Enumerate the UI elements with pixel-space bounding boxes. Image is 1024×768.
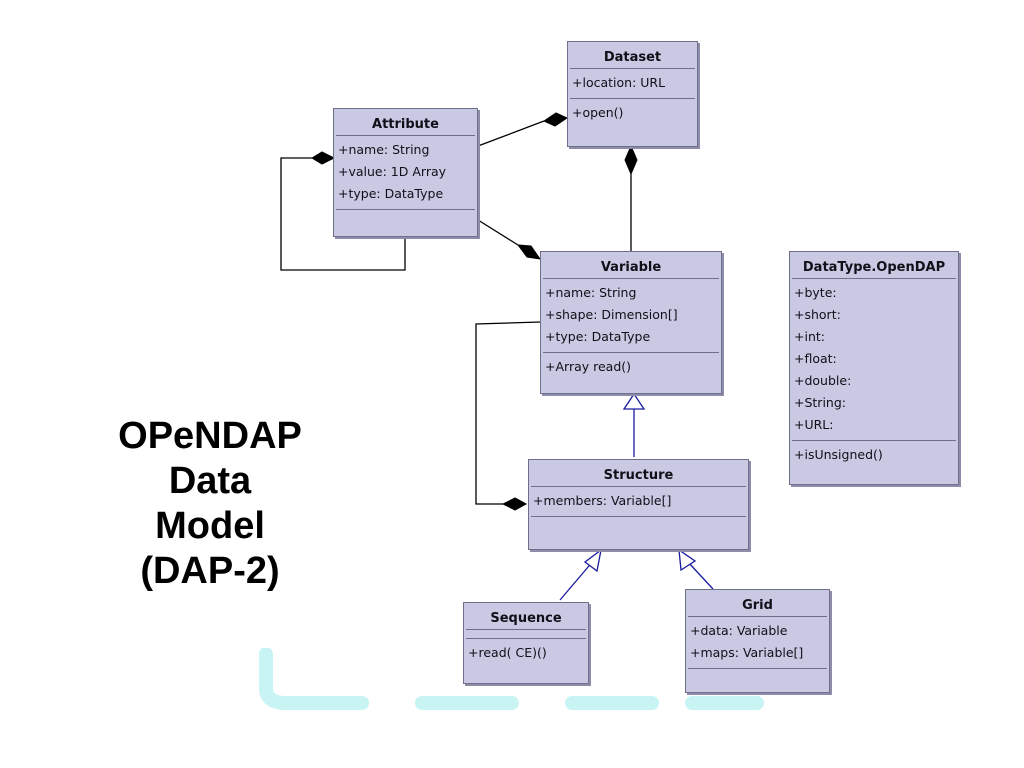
attributes-section: +name: String +shape: Dimension[] +type:… bbox=[543, 278, 719, 352]
class-name: Structure bbox=[603, 468, 674, 483]
watermark-graphic bbox=[259, 648, 764, 710]
composition-diamond-structure-members bbox=[501, 497, 528, 511]
class-structure[interactable]: Structure +members: Variable[] bbox=[528, 459, 749, 550]
composition-diamond-attribute-self bbox=[311, 151, 336, 165]
operations-section bbox=[336, 209, 475, 224]
structure-members-association bbox=[475, 321, 541, 505]
attribute-row: +shape: Dimension[] bbox=[545, 307, 678, 322]
attributes-section: +name: String +value: 1D Array +type: Da… bbox=[336, 135, 475, 209]
class-name: Attribute bbox=[372, 117, 439, 132]
attributes-section: +data: Variable +maps: Variable[] bbox=[688, 616, 827, 668]
operations-section: +read( CE)() bbox=[466, 638, 586, 668]
class-name: Grid bbox=[742, 598, 773, 613]
attribute-row: +double: bbox=[794, 373, 852, 388]
attribute-row: +type: DataType bbox=[338, 186, 444, 201]
attributes-section: +location: URL bbox=[570, 68, 695, 98]
operations-section: +open() bbox=[570, 98, 695, 128]
attributes-section: +byte: +short: +int: +float: +double: +S… bbox=[792, 278, 956, 440]
class-sequence[interactable]: Sequence +read( CE)() bbox=[463, 602, 589, 684]
slide-title: OPeNDAP Data Model (DAP-2) bbox=[60, 414, 360, 594]
title-line-2: Data bbox=[168, 460, 252, 502]
operation-row: +isUnsigned() bbox=[794, 447, 883, 462]
title-line-1: OPeNDAP bbox=[118, 415, 302, 457]
title-line-3: Model bbox=[155, 505, 265, 547]
composition-diamond-dataset-variable bbox=[624, 144, 638, 176]
class-grid[interactable]: Grid +data: Variable +maps: Variable[] bbox=[685, 589, 830, 693]
class-variable[interactable]: Variable +name: String +shape: Dimension… bbox=[540, 251, 722, 394]
attributes-section: +members: Variable[] bbox=[531, 486, 746, 516]
attribute-row: +type: DataType bbox=[545, 329, 651, 344]
attribute-row: +maps: Variable[] bbox=[690, 645, 804, 660]
attribute-row: +int: bbox=[794, 329, 825, 344]
attribute-row: +data: Variable bbox=[690, 623, 788, 638]
operations-section: +Array read() bbox=[543, 352, 719, 382]
attribute-variable-association bbox=[477, 219, 519, 246]
attribute-row: +URL: bbox=[794, 417, 834, 432]
attribute-row: +String: bbox=[794, 395, 846, 410]
attribute-row: +byte: bbox=[794, 285, 837, 300]
operations-section bbox=[531, 516, 746, 531]
grid-structure-generalization bbox=[687, 561, 714, 590]
title-line-4: (DAP-2) bbox=[140, 550, 280, 592]
generalization-arrow-variable bbox=[622, 392, 646, 410]
generalization-arrow-structure-left bbox=[583, 548, 602, 573]
class-name: DataType.OpenDAP bbox=[802, 260, 946, 275]
attribute-dataset-association bbox=[477, 120, 545, 147]
operations-section bbox=[688, 668, 827, 683]
class-name: Dataset bbox=[603, 50, 662, 65]
class-attribute[interactable]: Attribute +name: String +value: 1D Array… bbox=[333, 108, 478, 237]
attribute-row: +name: String bbox=[338, 142, 430, 157]
attribute-self-association bbox=[280, 157, 406, 271]
attribute-row: +location: URL bbox=[572, 75, 666, 90]
operation-row: +open() bbox=[572, 105, 624, 120]
attributes-section bbox=[466, 629, 586, 638]
composition-diamond-dataset-attribute bbox=[542, 112, 569, 127]
class-dataset[interactable]: Dataset +location: URL +open() bbox=[567, 41, 698, 147]
operation-row: +read( CE)() bbox=[468, 645, 547, 660]
attribute-row: +short: bbox=[794, 307, 841, 322]
class-name: Variable bbox=[600, 260, 662, 275]
attribute-row: +value: 1D Array bbox=[338, 164, 447, 179]
attribute-row: +name: String bbox=[545, 285, 637, 300]
operations-section: +isUnsigned() bbox=[792, 440, 956, 470]
class-datatype-opendap[interactable]: DataType.OpenDAP +byte: +short: +int: +f… bbox=[789, 251, 959, 485]
generalization-arrow-structure-right bbox=[678, 548, 697, 572]
attribute-row: +members: Variable[] bbox=[533, 493, 672, 508]
composition-diamond-variable-attribute bbox=[516, 244, 542, 260]
operation-row: +Array read() bbox=[545, 359, 632, 374]
attribute-row: +float: bbox=[794, 351, 837, 366]
class-name: Sequence bbox=[490, 611, 562, 626]
sequence-structure-generalization bbox=[559, 559, 595, 601]
